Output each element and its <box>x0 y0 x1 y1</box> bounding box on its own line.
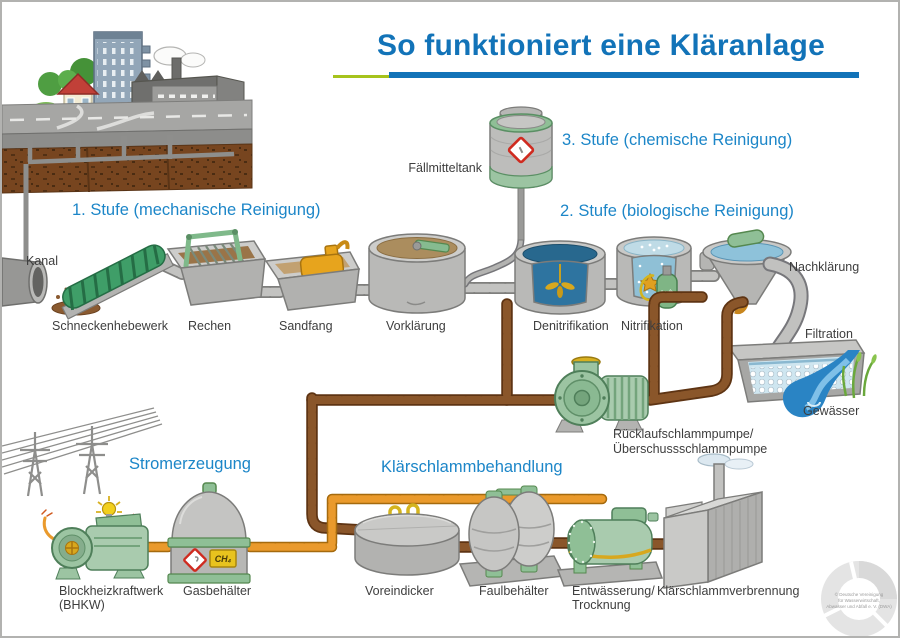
pylon <box>76 426 108 495</box>
kanal-label: Kanal <box>26 254 58 268</box>
denitrifikation-tank <box>514 240 606 315</box>
city-illustration <box>2 31 253 264</box>
filtration-label: Filtration <box>805 327 853 341</box>
air-hose <box>639 274 658 301</box>
hazard-diamond-icon <box>183 548 207 572</box>
scraper-bridge <box>727 229 765 248</box>
dwa-watermark <box>821 561 897 636</box>
verbrennung-building <box>663 453 763 589</box>
gas-pipes <box>41 493 608 553</box>
bhkw-label-line2: (BHKW) <box>59 598 105 612</box>
soil <box>2 143 253 194</box>
house-roof <box>56 72 100 95</box>
hazard-diamond-icon <box>507 136 535 164</box>
schneckenhebewerk-label: Schneckenhebewerk <box>52 319 169 333</box>
sewer-pipes <box>23 135 235 264</box>
pumpe-label-line2: Überschussschlammpumpe <box>613 442 768 456</box>
faellmitteltank-label: Fällmitteltank <box>408 161 482 175</box>
sandfang-label: Sandfang <box>279 319 333 333</box>
gasbehaelter-tank: CH₄ <box>167 482 251 584</box>
stage1-heading: 1. Stufe (mechanische Reinigung) <box>72 201 321 219</box>
denitrifikation-label: Denitrifikation <box>533 319 609 333</box>
bhkw-label-line1: Blockheizkraftwerk <box>59 584 164 598</box>
pumpe-label-line1: Rücklaufschlammpumpe/ <box>613 427 754 441</box>
faellmitteltank-barrel <box>489 106 553 241</box>
mixer-propeller-icon <box>545 282 575 298</box>
bhkw-generator <box>51 496 149 580</box>
credit-line2: für Wasserwirtschaft, <box>838 598 880 603</box>
pylon <box>20 432 50 497</box>
entwaesserung-machine <box>556 507 664 587</box>
gasbehaelter-label: Gasbehälter <box>183 584 252 598</box>
stromerzeugung-heading: Stromerzeugung <box>129 455 251 473</box>
rechen-screen <box>166 229 267 306</box>
entwaesserung-label-line2: Trocknung <box>572 598 631 612</box>
klaerschlammverbrennung-label: Klärschlammverbrennung <box>657 584 800 598</box>
voreindicker-tank <box>354 503 460 576</box>
nitrifikation-label: Nitrifikation <box>621 319 683 333</box>
voreindicker-label: Voreindicker <box>365 584 434 598</box>
light-bulb-icon <box>96 496 122 519</box>
nachklaerung-label: Nachklärung <box>789 260 860 274</box>
credit-line1: © Deutsche Vereinigung <box>834 592 884 597</box>
vorklaerung-tank <box>368 233 466 314</box>
faulbehaelter-label: Faulbehälter <box>479 584 549 598</box>
schneckenhebewerk-screw <box>51 244 175 320</box>
sandfang-basin <box>264 240 361 311</box>
ch4-sign: CH₄ <box>209 549 237 568</box>
rechen-label: Rechen <box>188 319 232 333</box>
tree-icon <box>38 72 62 96</box>
page-title: So funktioniert eine Kläranlage <box>377 29 825 62</box>
gewaesser-label: Gewässer <box>803 404 860 418</box>
vorklaerung-label: Vorklärung <box>386 319 446 333</box>
stage2-heading: 2. Stufe (biologische Reinigung) <box>560 202 794 220</box>
ruecklaufschlammpumpe <box>554 356 649 433</box>
faulbehaelter-digesters <box>458 485 566 587</box>
power-lines <box>2 407 163 497</box>
credit-line3: Abwasser und Abfall e. V. (DWA) <box>826 604 892 609</box>
entwaesserung-label-line1: Entwässerung/ <box>572 584 655 598</box>
stage3-heading: 3. Stufe (chemische Reinigung) <box>562 131 793 149</box>
title-underline-green <box>333 75 389 78</box>
kanal-pipe <box>2 257 48 307</box>
title-underline-blue <box>389 72 859 78</box>
gewaesser-stream <box>782 350 877 418</box>
klaerschlammbehandlung-heading: Klärschlammbehandlung <box>381 458 563 476</box>
ch4-label: CH₄ <box>215 554 232 564</box>
road <box>2 99 253 150</box>
